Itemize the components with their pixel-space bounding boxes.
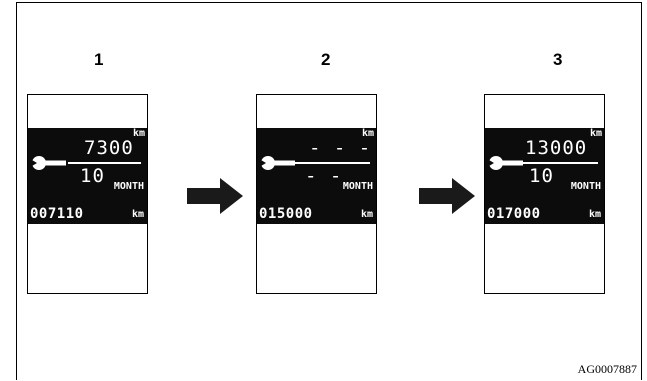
- interval-month-value: 10: [529, 165, 554, 187]
- unit-km-top: km: [589, 128, 602, 139]
- fraction-line: [523, 162, 598, 164]
- interval-month-value: - -: [305, 165, 343, 187]
- odometer-value: 007110: [30, 206, 84, 222]
- fraction-line: [68, 162, 141, 164]
- month-label: MONTH: [570, 181, 601, 192]
- display-panel-3: km 13000 10 MONTH 017000 km: [484, 94, 605, 294]
- month-label: MONTH: [113, 181, 144, 192]
- interval-km-value: 13000: [525, 137, 588, 159]
- unit-km-bottom: km: [360, 209, 373, 220]
- interval-km-value: 7300: [84, 137, 134, 159]
- unit-km-bottom: km: [588, 209, 601, 220]
- odometer-value: 017000: [487, 206, 541, 222]
- wrench-icon: [489, 156, 523, 170]
- step-number-3: 3: [553, 50, 563, 69]
- month-label: MONTH: [342, 181, 373, 192]
- unit-km-top: km: [361, 128, 374, 139]
- wrench-icon: [261, 156, 295, 170]
- display-band: km 7300 10 MONTH 007110 km: [28, 128, 147, 224]
- figure-code: AG0007887: [577, 362, 637, 376]
- display-band: km 13000 10 MONTH 017000 km: [485, 128, 604, 224]
- right-arrow-icon: [419, 178, 475, 214]
- odometer-value: 015000: [259, 206, 313, 222]
- fraction-line: [295, 162, 370, 164]
- display-band: km - - - - - MONTH 015000 km: [257, 128, 376, 224]
- unit-km-top: km: [132, 128, 145, 139]
- figure-frame: [16, 2, 642, 380]
- unit-km-bottom: km: [131, 209, 144, 220]
- display-panel-2: km - - - - - MONTH 015000 km: [256, 94, 377, 294]
- right-arrow-icon: [187, 178, 243, 214]
- step-number-2: 2: [321, 50, 331, 69]
- interval-km-value: - - -: [309, 137, 372, 159]
- interval-month-value: 10: [80, 165, 105, 187]
- display-panel-1: km 7300 10 MONTH 007110 km: [27, 94, 148, 294]
- step-number-1: 1: [94, 50, 104, 69]
- wrench-icon: [32, 156, 66, 170]
